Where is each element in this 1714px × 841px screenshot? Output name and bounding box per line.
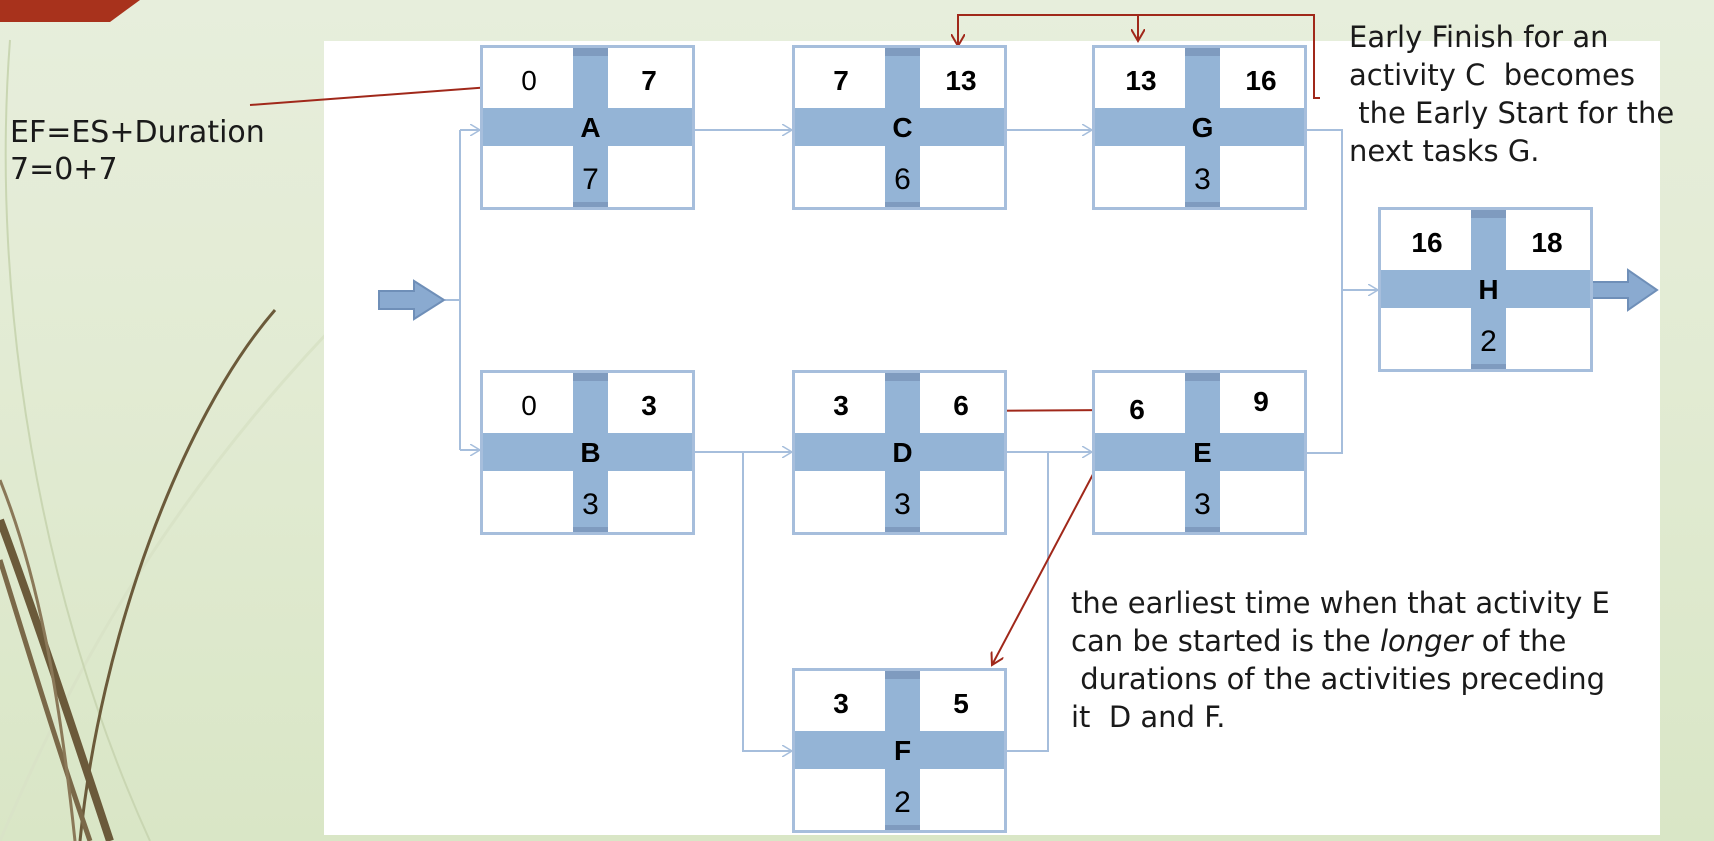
activity-node-d: 3 6 D 3	[792, 370, 1007, 535]
activity-label: D	[892, 437, 913, 468]
note-line: the earliest time when that activity E	[1071, 586, 1610, 620]
early-finish: 9	[1253, 386, 1269, 417]
formula-line-1: EF=ES+Duration	[10, 115, 265, 150]
activity-node-c: 7 13 C 6	[792, 45, 1007, 210]
duration: 7	[582, 163, 599, 196]
early-finish: 7	[641, 65, 657, 96]
flow-lines	[445, 130, 1378, 751]
early-finish-note: Early Finish for an activity C becomes th…	[1349, 18, 1674, 170]
duration: 3	[1194, 488, 1211, 521]
note-line: Early Finish for an	[1349, 20, 1609, 54]
early-start: 0	[521, 65, 537, 96]
formula-line-2: 7=0+7	[10, 152, 118, 187]
activity-node-a: 0 7 A 7	[480, 45, 695, 210]
note-line: activity C becomes	[1349, 58, 1635, 92]
note-line: can be started is the longer of the	[1071, 624, 1567, 658]
activity-label: A	[580, 112, 601, 143]
end-arrow-icon	[1591, 268, 1659, 312]
duration: 6	[894, 163, 911, 196]
activity-node-f: 3 5 F 2	[792, 668, 1007, 833]
note-line: durations of the activities preceding	[1071, 662, 1606, 696]
activity-label: G	[1191, 112, 1214, 143]
activity-label: C	[892, 112, 913, 143]
early-finish: 6	[953, 390, 969, 421]
activity-node-g: 13 16 G 3	[1092, 45, 1307, 210]
duration: 3	[1194, 163, 1211, 196]
early-start: 3	[833, 688, 849, 719]
activity-label: E	[1193, 437, 1212, 468]
early-finish: 3	[641, 390, 657, 421]
note-line: next tasks G.	[1349, 134, 1540, 168]
early-finish: 13	[945, 65, 977, 96]
activity-node-b: 0 3 B 3	[480, 370, 695, 535]
early-start: 0	[521, 390, 537, 421]
duration: 2	[1480, 325, 1497, 358]
activity-node-e: 6 9 E 3	[1092, 370, 1307, 535]
early-start: 6	[1129, 394, 1145, 425]
note-line: the Early Start for the	[1349, 96, 1675, 130]
start-arrow-icon	[378, 279, 446, 321]
emphasis-longer: longer	[1380, 624, 1473, 658]
early-start: 3	[833, 390, 849, 421]
activity-node-h: 16 18 H 2	[1378, 207, 1593, 372]
early-finish: 5	[953, 688, 969, 719]
activity-label: F	[893, 735, 912, 766]
early-start: 7	[833, 65, 849, 96]
early-finish: 18	[1531, 227, 1563, 258]
duration: 3	[582, 488, 599, 521]
duration: 3	[894, 488, 911, 521]
activity-label: B	[580, 437, 601, 468]
duration: 2	[894, 786, 911, 819]
early-finish: 16	[1245, 65, 1277, 96]
early-start: 13	[1125, 65, 1157, 96]
early-start: 16	[1411, 227, 1443, 258]
note-line: it D and F.	[1071, 700, 1226, 734]
earliest-start-note: the earliest time when that activity E ca…	[1071, 584, 1610, 736]
activity-label: H	[1478, 274, 1499, 305]
